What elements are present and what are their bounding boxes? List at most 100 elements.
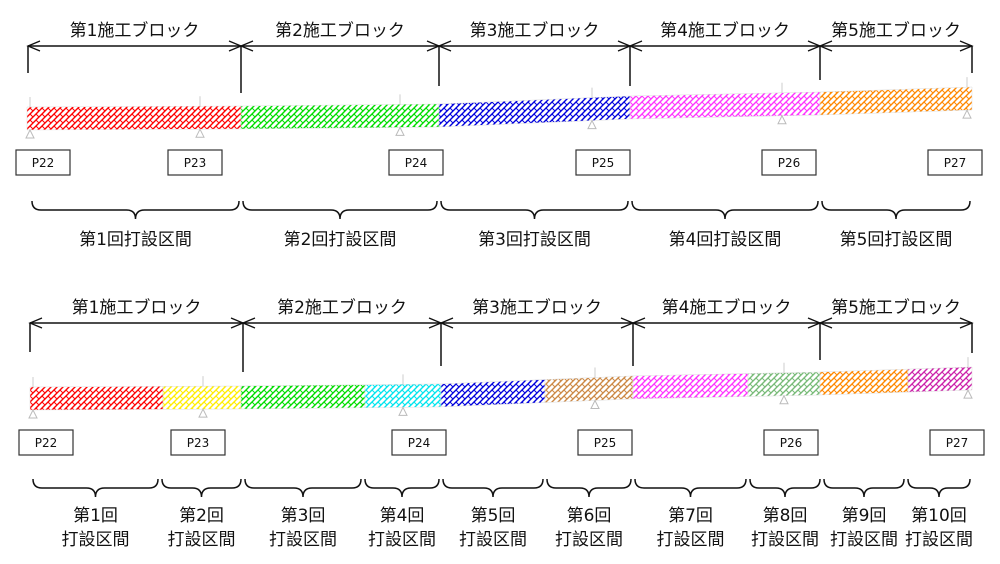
interval-brace [907, 478, 971, 498]
pier-label-box [575, 149, 631, 176]
pier-label: P26 [780, 436, 803, 450]
block-label: 第1施工ブロック [70, 20, 200, 41]
deck-segment [162, 385, 242, 410]
interval-brace [242, 200, 438, 220]
top-diagram-single-pour-per-block: 第1施工ブロック 第2施工ブロック 第3施工ブロック 第4施工ブロック 第5施工ブロック… [15, 20, 983, 250]
bearing-triangle-icon [395, 126, 405, 136]
pier-label-box [391, 429, 447, 456]
block-label: 第2施工ブロック [277, 297, 407, 318]
interval-brace [631, 200, 819, 220]
pier-label-box [577, 429, 633, 456]
bearing-triangle-icon [777, 114, 787, 125]
block-label: 第4施工ブロック [660, 20, 790, 41]
interval-brace [31, 200, 240, 220]
interval-label-line1: 第5回 [471, 506, 516, 526]
bearing-triangle-icon [963, 389, 973, 399]
deck-segment [440, 379, 546, 408]
pier-label: P24 [405, 156, 428, 170]
deck-segment [26, 105, 242, 131]
deck-segment [364, 383, 442, 409]
deck-segment [240, 384, 366, 410]
bearing-triangle-icon [962, 109, 972, 119]
pier-label: P25 [592, 156, 615, 170]
interval-label-line2: 打設区間 [555, 530, 623, 550]
pier-label: P25 [594, 436, 617, 450]
deck-segment [819, 86, 973, 116]
pier-label: P27 [944, 156, 967, 170]
interval-label: 第1回打設区間 [79, 230, 192, 250]
pier-label: P23 [184, 156, 207, 170]
interval-brace [244, 478, 362, 498]
deck-segment [29, 386, 164, 411]
interval-label-line1: 第8回 [763, 506, 808, 526]
interval-brace [442, 478, 544, 498]
interval-brace [634, 478, 747, 498]
pier-label: P22 [35, 436, 58, 450]
block-label: 第1施工ブロック [72, 297, 202, 318]
bearing-triangle-icon [398, 406, 408, 416]
pier-label-box [929, 429, 985, 456]
interval-brace [440, 200, 629, 220]
interval-label-line2: 打設区間 [657, 530, 725, 550]
interval-label-line1: 第4回 [380, 506, 425, 526]
interval-label-line2: 打設区間 [905, 530, 973, 550]
interval-label-line1: 第6回 [567, 506, 612, 526]
interval-brace [161, 478, 242, 498]
deck-segment [438, 95, 631, 128]
pier-label-box [927, 149, 983, 176]
pier-label-box [763, 429, 819, 456]
deck-segment [747, 371, 821, 397]
interval-label-line2: 打設区間 [368, 530, 436, 550]
interval-label-line1: 第1回 [73, 506, 118, 526]
deck-segment [907, 366, 973, 393]
pier-label: P26 [778, 156, 801, 170]
interval-label-line2: 打設区間 [168, 530, 236, 550]
interval-label-line1: 第9回 [842, 506, 887, 526]
interval-label-line1: 第7回 [668, 506, 713, 526]
pier-label: P27 [946, 436, 969, 450]
interval-label-line1: 第3回 [281, 506, 326, 526]
interval-brace [823, 478, 905, 498]
bearing-triangle-icon [590, 399, 600, 409]
interval-label: 第3回打設区間 [478, 230, 591, 250]
interval-brace [364, 478, 440, 498]
bottom-diagram-two-pours-per-block: 第1施工ブロック 第2施工ブロック 第3施工ブロック 第4施工ブロック 第5施工ブロック… [18, 297, 985, 550]
interval-label: 第2回打設区間 [284, 230, 397, 250]
deck-segment [240, 103, 440, 130]
interval-label-line2: 打設区間 [269, 530, 337, 550]
interval-label-line1: 第10回 [911, 506, 967, 526]
pier-label-box [15, 149, 71, 176]
bearing-triangle-icon [25, 128, 35, 139]
pier-label: P24 [408, 436, 431, 450]
deck-segment [544, 375, 634, 403]
interval-label-line2: 打設区間 [830, 530, 898, 550]
interval-label-line2: 打設区間 [751, 530, 819, 550]
block-label: 第3施工ブロック [470, 20, 600, 41]
block-label: 第4施工ブロック [662, 297, 792, 318]
block-label: 第3施工ブロック [472, 297, 602, 318]
interval-brace [749, 478, 821, 498]
interval-label: 第5回打設区間 [840, 230, 953, 250]
pier-label: P22 [32, 156, 55, 170]
bearing-triangle-icon [28, 408, 38, 419]
block-label: 第5施工ブロック [831, 297, 961, 318]
interval-label-line1: 第2回 [179, 506, 224, 526]
pier-label-box [167, 149, 223, 176]
deck-segment [632, 373, 749, 400]
pier-label-box [388, 149, 444, 176]
interval-brace [821, 200, 971, 220]
interval-label: 第4回打設区間 [669, 230, 782, 250]
deck-segment [629, 91, 821, 120]
pier-label-box [18, 429, 74, 456]
bearing-triangle-icon [198, 408, 208, 418]
deck-segment [819, 368, 909, 396]
pier-label-box [170, 429, 226, 456]
bearing-triangle-icon [195, 128, 205, 138]
block-label: 第2施工ブロック [275, 20, 405, 41]
interval-brace [32, 478, 159, 498]
bearing-triangle-icon [587, 119, 597, 130]
bearing-triangle-icon [779, 394, 789, 405]
block-label: 第5施工ブロック [831, 20, 961, 41]
interval-label-line2: 打設区間 [62, 530, 130, 550]
